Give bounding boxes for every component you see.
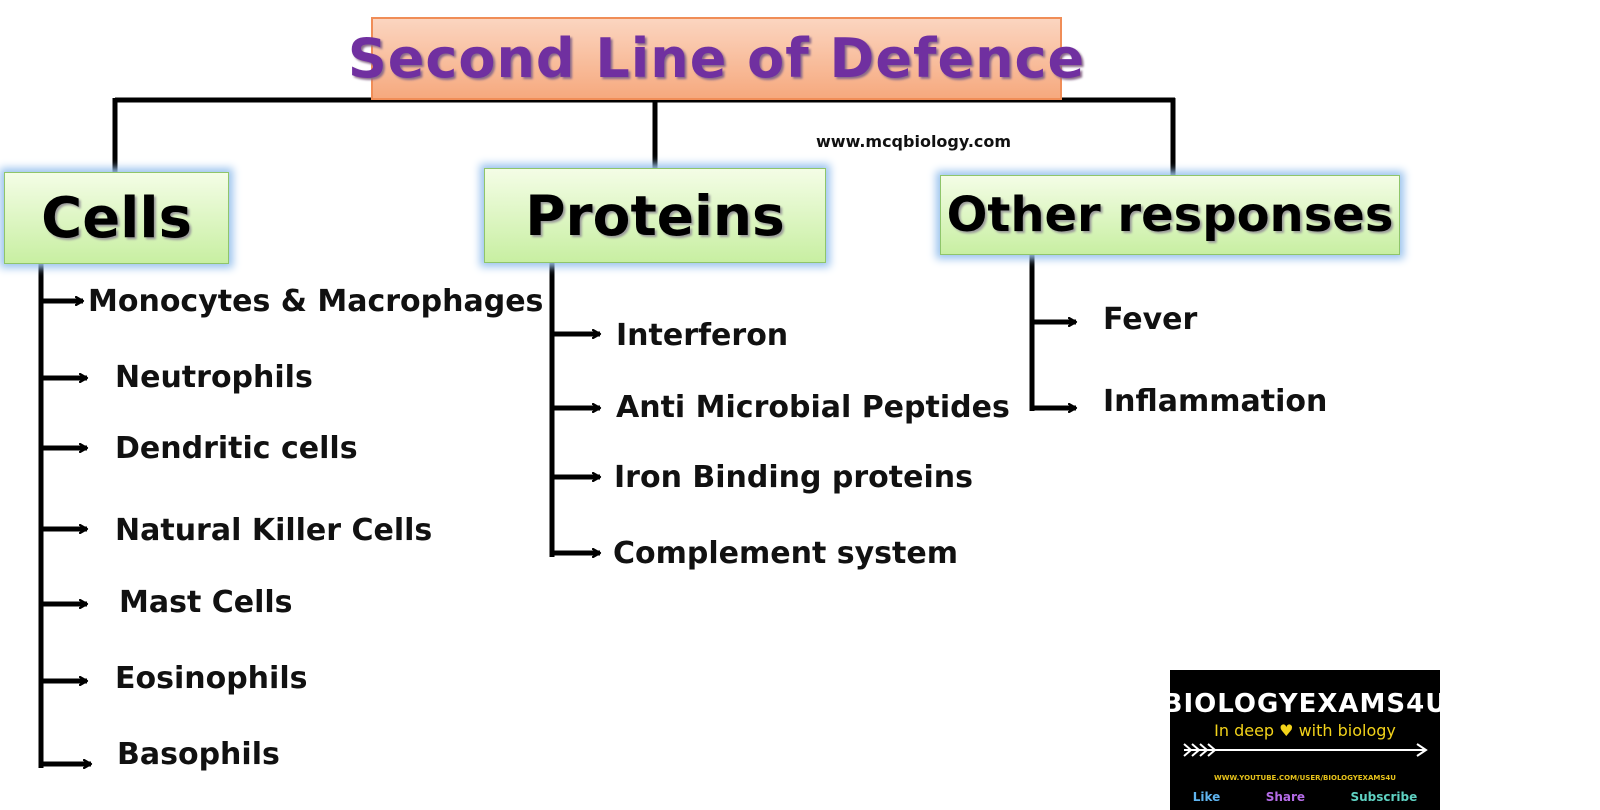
cells-item-nk: Natural Killer Cells xyxy=(115,513,433,548)
cells-item-neutrophils: Neutrophils xyxy=(115,360,313,395)
logo-arrow-icon xyxy=(1183,743,1428,757)
cells-item-mast: Mast Cells xyxy=(119,585,293,620)
diagram-title: Second Line of Defence xyxy=(347,27,1086,90)
cells-item-basophils: Basophils xyxy=(117,737,280,772)
title-box: Second Line of Defence xyxy=(348,17,1084,100)
branch-arrows xyxy=(41,301,1076,764)
watermark-url: www.mcqbiology.com xyxy=(816,132,1012,151)
logo-subscribe[interactable]: Subscribe xyxy=(1350,790,1418,804)
logo-like[interactable]: Like xyxy=(1192,790,1221,804)
logo-url: WWW.YOUTUBE.COM/USER/BIOLOGYEXAMS4U xyxy=(1214,774,1396,782)
logo-actions: Like Share Subscribe xyxy=(1170,790,1440,804)
category-label-proteins: Proteins xyxy=(525,183,785,248)
other-item-inflammation: Inflammation xyxy=(1103,384,1328,419)
logo-share[interactable]: Share xyxy=(1265,790,1306,804)
proteins-item-amp: Anti Microbial Peptides xyxy=(616,390,1010,425)
category-label-cells: Cells xyxy=(41,185,192,251)
category-label-other-responses: Other responses xyxy=(946,187,1394,243)
category-box-proteins: Proteins xyxy=(484,168,826,263)
proteins-item-complement: Complement system xyxy=(613,536,958,571)
brand-logo[interactable]: BIOLOGYEXAMS4U In deep ♥ with biology WW… xyxy=(1170,670,1440,810)
cells-item-monocytes: Monocytes & Macrophages xyxy=(88,284,544,319)
cells-item-eosinophils: Eosinophils xyxy=(115,661,308,696)
logo-graphic: BIOLOGYEXAMS4U In deep ♥ with biology xyxy=(1170,689,1440,757)
logo-brand: BIOLOGYEXAMS4U xyxy=(1170,689,1440,719)
logo-tagline: In deep ♥ with biology xyxy=(1214,721,1396,740)
proteins-item-iron: Iron Binding proteins xyxy=(614,460,973,495)
category-box-other-responses: Other responses xyxy=(940,175,1400,255)
other-item-fever: Fever xyxy=(1103,302,1198,337)
cells-item-dendritic: Dendritic cells xyxy=(115,431,358,466)
category-box-cells: Cells xyxy=(4,172,229,264)
proteins-item-interferon: Interferon xyxy=(616,318,789,353)
